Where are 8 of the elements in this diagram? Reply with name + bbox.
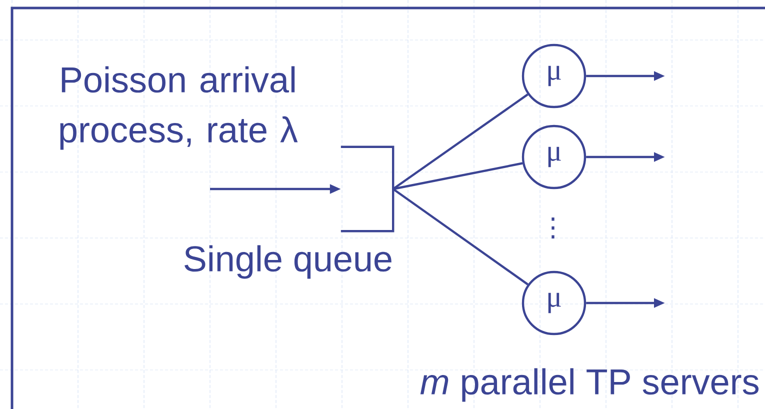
queue-caption: Single queue — [184, 245, 392, 279]
connector-line — [392, 162, 523, 190]
queue-bracket — [340, 146, 394, 232]
connector-line — [392, 94, 528, 190]
vertical-ellipsis: ⋮ — [552, 218, 554, 238]
servers-label: m parallel TP servers — [420, 368, 759, 402]
connector-line — [392, 188, 528, 286]
arrival-label: Poisson arrival process, rate λ — [60, 66, 298, 150]
